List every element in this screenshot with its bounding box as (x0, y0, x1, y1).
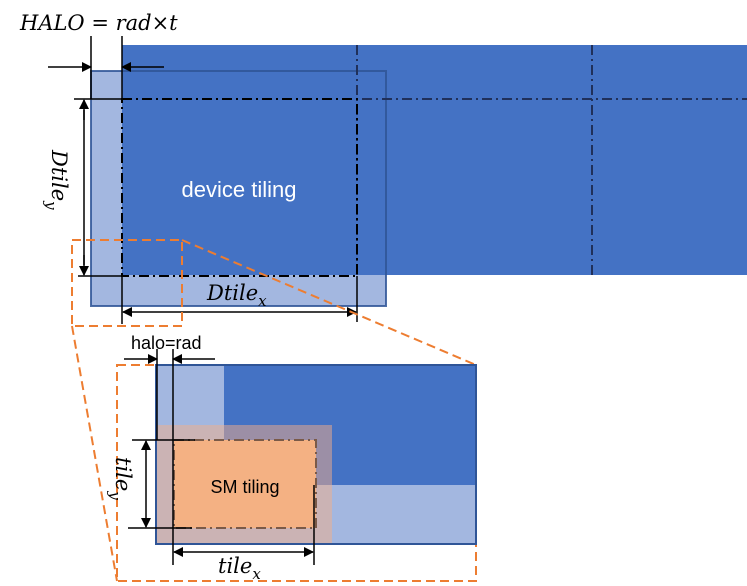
dtile-y-label: Dtiley (42, 149, 71, 210)
dtile-x-label: Dtilex (206, 281, 267, 310)
tile-y-label: tiley (106, 457, 135, 500)
sm-tile (173, 439, 317, 529)
device-grid-lines (121, 45, 747, 277)
device-grid (122, 45, 747, 275)
halo-dimension (48, 36, 164, 99)
halo-rad-dimension (124, 349, 215, 565)
tile-y-dimension (128, 439, 195, 529)
sm-halo-light-bottom (332, 485, 476, 544)
tile-x-dimension (173, 485, 315, 565)
halo-formula-label: HALO = rad×t (19, 11, 178, 35)
sm-block-outline (155, 364, 477, 545)
tile-x-label: tilex (218, 554, 261, 583)
device-tile-halo-outline (90, 70, 387, 307)
device-tiling-label: device tiling (182, 177, 297, 202)
halo-rad-label: halo=rad (131, 333, 202, 353)
sm-tiling-label: SM tiling (210, 477, 279, 497)
sm-halo-light-left (156, 365, 224, 425)
dtile-y-dimension (74, 98, 122, 277)
